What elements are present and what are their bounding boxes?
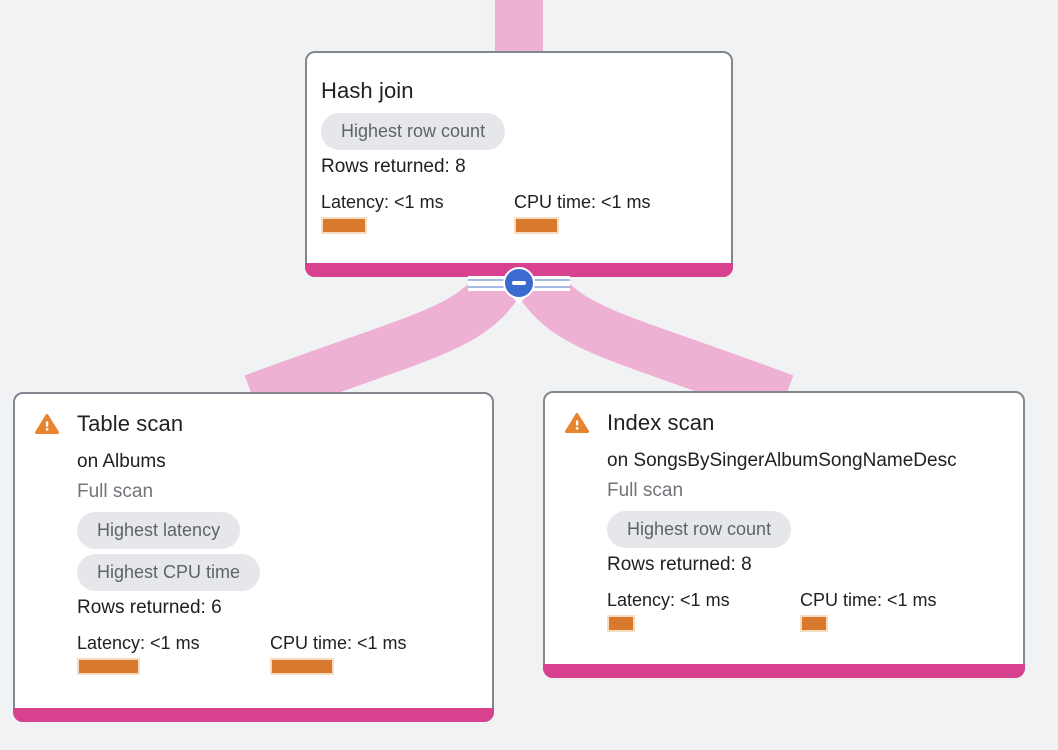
edge-to-index-scan — [519, 269, 794, 421]
cpu-metric: CPU time: <1 ms — [514, 191, 707, 234]
highlight-badge: Highest row count — [607, 511, 792, 548]
highlight-badge: Highest CPU time — [77, 554, 261, 591]
collapse-children-button[interactable] — [468, 266, 570, 306]
cpu-bar — [800, 615, 828, 632]
scan-mode-text: Full scan — [607, 480, 684, 501]
latency-bar — [321, 217, 367, 234]
cpu-label: CPU time: <1 ms — [800, 590, 937, 610]
node-title: Hash join — [321, 78, 414, 103]
cpu-metric: CPU time: <1 ms — [270, 632, 463, 675]
warning-icon — [35, 413, 59, 440]
node-title: Index scan — [607, 410, 715, 435]
rows-returned-text: Rows returned: 6 — [77, 597, 222, 618]
latency-label: Latency: <1 ms — [321, 192, 444, 212]
latency-label: Latency: <1 ms — [607, 590, 730, 610]
node-accent-bar — [13, 708, 494, 722]
cpu-bar — [270, 658, 334, 675]
warning-icon — [565, 412, 589, 439]
highlight-badge: Highest latency — [77, 512, 241, 549]
latency-bar — [77, 658, 140, 675]
cpu-bar — [514, 217, 559, 234]
node-subtitle: on Albums — [77, 451, 166, 472]
cpu-label: CPU time: <1 ms — [270, 633, 407, 653]
latency-bar — [607, 615, 635, 632]
edge-from-parent — [495, 0, 543, 54]
latency-label: Latency: <1 ms — [77, 633, 200, 653]
cpu-label: CPU time: <1 ms — [514, 192, 651, 212]
edge-to-table-scan — [244, 269, 519, 421]
node-title: Table scan — [77, 411, 184, 436]
highlight-badge: Highest row count — [321, 113, 506, 150]
collapse-circle[interactable] — [503, 267, 535, 299]
latency-metric: Latency: <1 ms — [607, 589, 800, 632]
node-accent-bar — [543, 664, 1025, 678]
latency-metric: Latency: <1 ms — [77, 632, 270, 675]
scan-mode-text: Full scan — [77, 481, 154, 502]
plan-node-hash-join[interactable]: Hash join Highest row count Rows returne… — [305, 51, 733, 277]
latency-metric: Latency: <1 ms — [321, 191, 514, 234]
node-subtitle: on SongsBySingerAlbumSongNameDesc — [607, 450, 957, 471]
minus-icon — [512, 281, 526, 285]
rows-returned-text: Rows returned: 8 — [607, 554, 752, 575]
cpu-metric: CPU time: <1 ms — [800, 589, 993, 632]
rows-returned-text: Rows returned: 8 — [321, 156, 466, 177]
plan-node-index-scan[interactable]: Index scan on SongsBySingerAlbumSongName… — [543, 391, 1025, 678]
edge-split-wedge — [510, 295, 528, 304]
plan-node-table-scan[interactable]: Table scan on Albums Full scan Highest l… — [13, 392, 494, 722]
